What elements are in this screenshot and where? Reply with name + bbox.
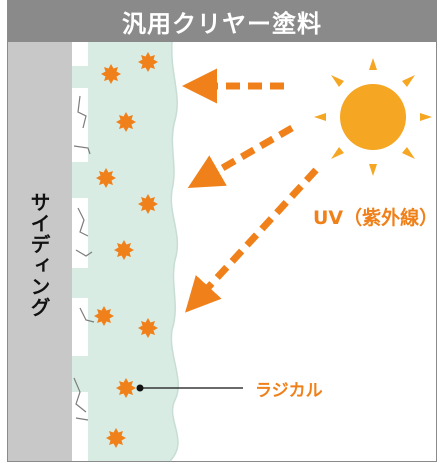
- diagram-title: 汎用クリヤー塗料: [122, 9, 322, 38]
- siding-panel: [8, 42, 72, 461]
- siding-notches: [72, 66, 88, 392]
- starburst-icon: [96, 168, 116, 188]
- siding-cracks: [73, 95, 95, 421]
- uv-arrows: [182, 68, 319, 313]
- radical-label: ラジカル: [255, 381, 323, 401]
- starburst-icon: [116, 378, 136, 398]
- diagram-frame: [7, 42, 437, 462]
- starburst-icon: [138, 194, 158, 214]
- radical-particles: [94, 52, 158, 448]
- starburst-icon: [114, 240, 134, 260]
- starburst-icon: [138, 52, 158, 72]
- starburst-icon: [101, 64, 121, 84]
- title-bar: 汎用クリヤー塗料: [7, 0, 437, 42]
- starburst-icon: [138, 318, 158, 338]
- uv-arrow: [187, 124, 294, 188]
- coating-edge: [169, 41, 179, 462]
- siding-label: サイディング: [27, 192, 51, 318]
- uv-arrow: [185, 167, 319, 313]
- starburst-icon: [106, 428, 126, 448]
- starburst-icon: [116, 112, 136, 132]
- sun-icon: [314, 58, 432, 176]
- radical-pointer-dot: [136, 384, 144, 392]
- uv-label: UV（紫外線）: [313, 207, 439, 229]
- starburst-icon: [94, 306, 114, 326]
